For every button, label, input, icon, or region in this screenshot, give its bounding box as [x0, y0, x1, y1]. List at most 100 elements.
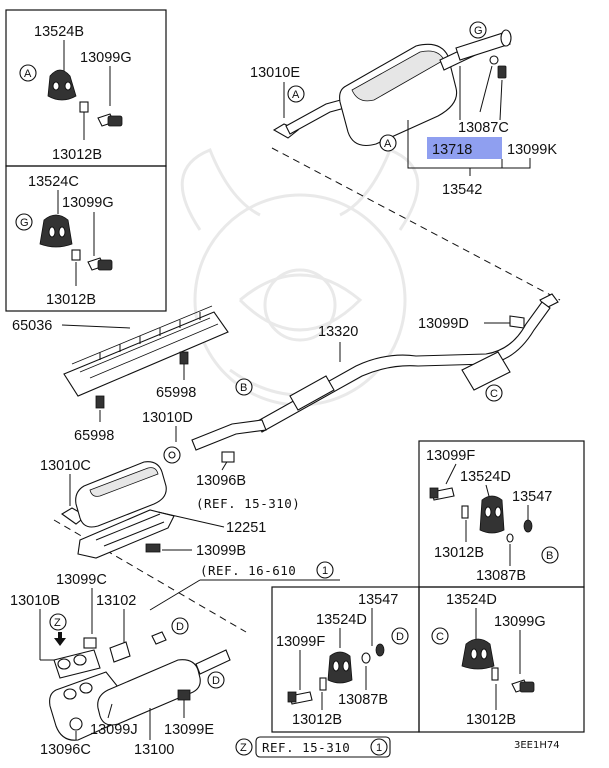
callout-Z-icon: Z — [235, 738, 253, 756]
label-12251[interactable]: 12251 — [226, 520, 266, 536]
svg-text:A: A — [292, 89, 300, 101]
callout-B-icon: B — [541, 546, 559, 564]
label-13099B[interactable]: 13099B — [196, 543, 246, 559]
resonator — [289, 375, 335, 411]
label-13012B-c[interactable]: 13012B — [434, 545, 484, 561]
callout-G-icon: G — [15, 213, 33, 231]
label-13099J[interactable]: 13099J — [90, 722, 138, 738]
callout-C-icon: C — [485, 384, 503, 402]
arrow-up-icon — [54, 632, 66, 646]
callout-B-icon: B — [235, 378, 253, 396]
box-hanger-13524D-b: 13099F 13524D 13547 B 13012B 13087B — [418, 440, 585, 588]
callout-A-icon: A — [379, 134, 397, 152]
svg-text:D: D — [396, 631, 404, 643]
catalyst-group-12251: 13010C 12251 13099B (REF. 16-610 1 — [40, 458, 340, 611]
svg-text:Z: Z — [54, 617, 61, 629]
nut-icon — [69, 717, 83, 731]
bracket-bolt-icon — [491, 667, 499, 681]
svg-text:A: A — [384, 138, 392, 150]
tail-pipe — [455, 31, 511, 61]
svg-text:B: B — [546, 550, 553, 562]
rubber-hanger-icon — [327, 651, 353, 684]
label-13718[interactable]: 13718 — [432, 142, 472, 158]
label-13524D-a[interactable]: 13524D — [460, 469, 511, 485]
rubber-hanger-icon — [461, 638, 495, 670]
label-13099G-c[interactable]: 13099G — [494, 614, 546, 630]
label-13087B-b[interactable]: 13087B — [338, 692, 388, 708]
callout-Z-icon: Z — [49, 613, 67, 631]
washer-icon — [523, 519, 533, 533]
ref-bottom[interactable]: REF. 15-310 — [262, 740, 350, 755]
clamp-bolt-icon — [497, 65, 507, 79]
label-13096C[interactable]: 13096C — [40, 742, 91, 758]
alignment-line — [271, 147, 561, 301]
label-13524D-c[interactable]: 13524D — [446, 592, 497, 608]
label-13012B-b[interactable]: 13012B — [46, 292, 96, 308]
label-13102[interactable]: 13102 — [96, 593, 136, 609]
gasket-group-13010D: 13010D 13096B (REF. 15-310) — [142, 410, 300, 511]
label-65998-a[interactable]: 65998 — [156, 385, 196, 401]
label-65998-b[interactable]: 65998 — [74, 428, 114, 444]
label-13099G-b[interactable]: 13099G — [62, 195, 114, 211]
box-hanger-13524D-c: 13524D 13099G C 13012B — [418, 586, 585, 733]
label-13524B[interactable]: 13524B — [34, 24, 84, 40]
label-13547-b[interactable]: 13547 — [358, 592, 398, 608]
diagram-code: 3EE1H74 — [514, 740, 560, 751]
callout-G-icon: G — [469, 21, 487, 39]
label-13099E[interactable]: 13099E — [164, 722, 214, 738]
label-13012B-e[interactable]: 13012B — [466, 712, 516, 728]
bottom-reference: Z REF. 15-310 1 3EE1H74 — [235, 736, 560, 758]
label-13099C[interactable]: 13099C — [56, 572, 107, 588]
label-13524C[interactable]: 13524C — [28, 174, 79, 190]
svg-text:Z: Z — [240, 742, 247, 754]
box-hanger-13524C: 13524C 13099G 13012B G — [5, 165, 167, 312]
bolt-icon — [145, 543, 161, 553]
catalytic-converter — [461, 351, 511, 391]
label-13099G-a[interactable]: 13099G — [80, 50, 132, 66]
label-13099D[interactable]: 13099D — [418, 316, 469, 332]
callout-1-icon: 1 — [316, 561, 334, 579]
ref-15-310[interactable]: (REF. 15-310) — [196, 496, 300, 511]
label-13087B-a[interactable]: 13087B — [476, 568, 526, 584]
ref-16-610[interactable]: (REF. 16-610 — [200, 563, 296, 578]
label-13099K[interactable]: 13099K — [507, 142, 557, 158]
label-13010D[interactable]: 13010D — [142, 410, 193, 426]
label-13542[interactable]: 13542 — [442, 182, 482, 198]
highlighted-part-marker — [427, 137, 502, 159]
label-13547-a[interactable]: 13547 — [512, 489, 552, 505]
label-13010E[interactable]: 13010E — [250, 65, 300, 81]
nut-icon — [221, 451, 235, 463]
callout-C-icon: C — [431, 627, 449, 645]
label-13096B[interactable]: 13096B — [196, 473, 246, 489]
label-13320[interactable]: 13320 — [318, 324, 358, 340]
bracket-bolt-icon — [79, 101, 89, 113]
label-13099F-a[interactable]: 13099F — [426, 448, 475, 464]
label-13087C[interactable]: 13087C — [458, 120, 509, 136]
reference-box — [255, 736, 391, 758]
label-13012B-a[interactable]: 13012B — [52, 147, 102, 163]
spring-icon — [506, 533, 514, 543]
label-13099F-b[interactable]: 13099F — [276, 634, 325, 650]
bolt-icon — [177, 689, 191, 701]
svg-text:1: 1 — [376, 742, 382, 754]
callout-A-icon: A — [19, 64, 37, 82]
label-13010B[interactable]: 13010B — [10, 593, 60, 609]
callout-D-icon: D — [391, 627, 409, 645]
catalyst-heat-shield — [77, 509, 175, 559]
label-13100[interactable]: 13100 — [134, 742, 174, 758]
svg-text:D: D — [212, 675, 220, 687]
callout-1-icon: 1 — [370, 738, 388, 756]
rubber-hanger-icon — [39, 214, 73, 248]
svg-text:1: 1 — [322, 565, 328, 577]
spring-icon — [361, 652, 371, 664]
bracket-bolt-icon — [461, 505, 469, 519]
nut-icon — [95, 395, 105, 409]
label-13010C[interactable]: 13010C — [40, 458, 91, 474]
label-65036[interactable]: 65036 — [12, 318, 52, 334]
svg-text:G: G — [20, 217, 29, 229]
svg-text:A: A — [24, 68, 32, 80]
label-13524D-b[interactable]: 13524D — [316, 612, 367, 628]
box-hanger-13524D-d: 13547 13524D 13099F D 13087B 13012B — [271, 586, 420, 733]
label-13012B-d[interactable]: 13012B — [292, 712, 342, 728]
